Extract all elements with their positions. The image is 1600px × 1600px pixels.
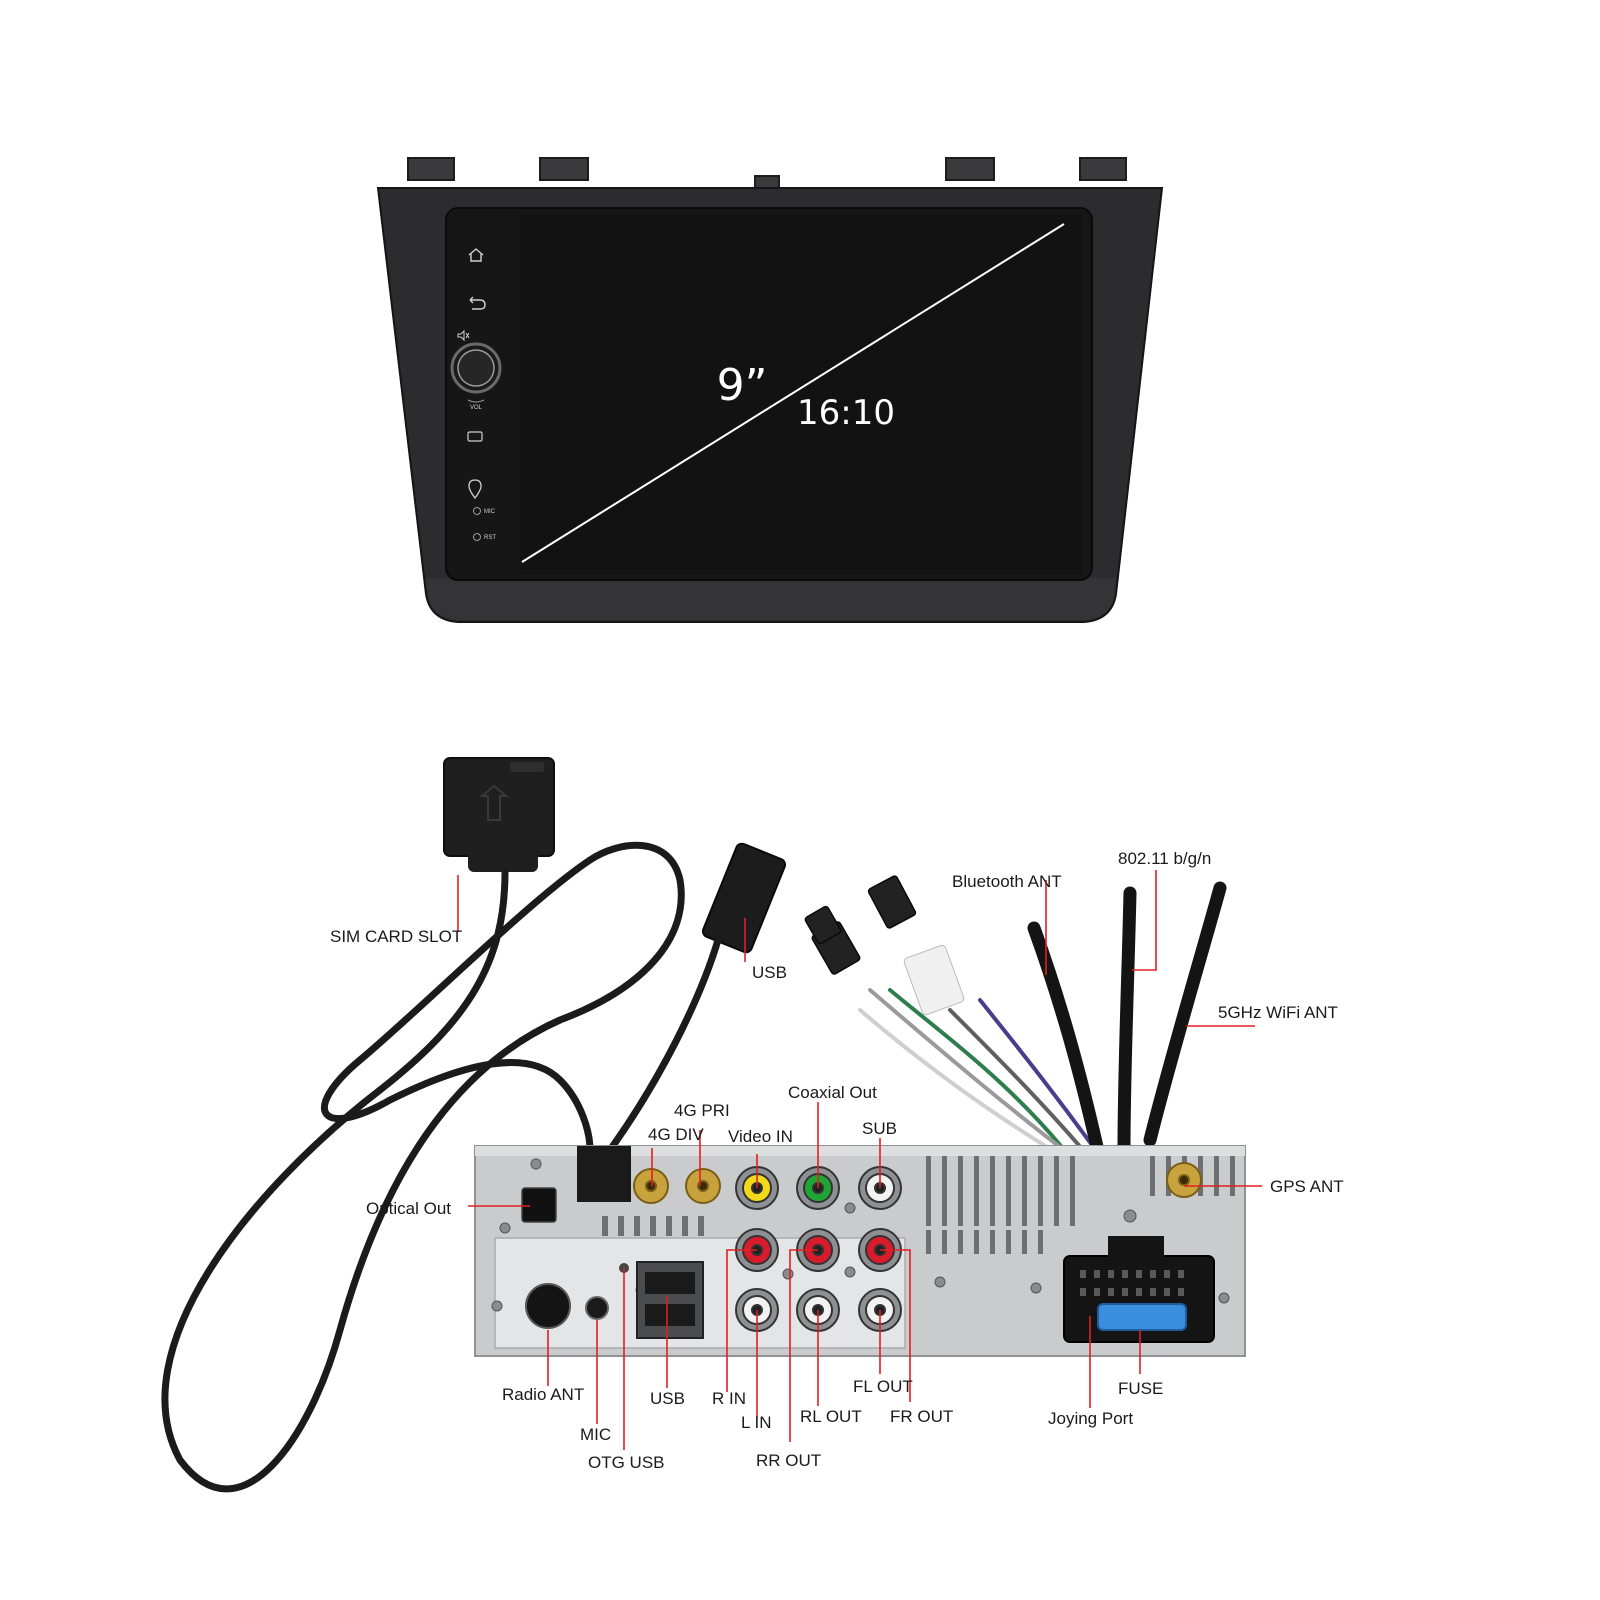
volume-knob[interactable]: VOL: [450, 342, 502, 411]
back-button[interactable]: [469, 296, 486, 310]
callout-lines: [457, 870, 1262, 1450]
label-sub: SUB: [862, 1119, 897, 1138]
label-mic: MIC: [580, 1425, 611, 1444]
label-r-in: R IN: [712, 1389, 746, 1408]
label-l-in: L IN: [741, 1413, 772, 1432]
radio-ant-port: [525, 1283, 571, 1329]
label-otg-usb: OTG USB: [588, 1453, 665, 1472]
optical-out-port: [521, 1187, 557, 1223]
mute-icon: [457, 329, 470, 342]
label-wifi-5ghz: 5GHz WiFi ANT: [1218, 1003, 1338, 1022]
sim-card-slot-box: [443, 757, 555, 872]
dual-usb-port: [636, 1261, 704, 1339]
label-wifi-standard: 802.11 b/g/n: [1118, 849, 1211, 868]
label-gps-ant: GPS ANT: [1270, 1177, 1344, 1196]
rear-chassis: [474, 1145, 1246, 1357]
reset-button[interactable]: [473, 533, 481, 541]
label-coaxial-out: Coaxial Out: [788, 1083, 877, 1102]
mounting-tabs: [407, 157, 1127, 189]
label-4g-div: 4G DIV: [648, 1125, 704, 1144]
bluetooth-antenna: [1027, 921, 1107, 1167]
label-joying-port: Joying Port: [1048, 1409, 1133, 1428]
mic-port: [585, 1296, 609, 1320]
home-button[interactable]: [468, 248, 484, 262]
location-pin-icon: [468, 479, 482, 500]
antennas: [1027, 881, 1227, 1167]
label-rr-out: RR OUT: [756, 1451, 821, 1470]
sim-cable: [161, 841, 685, 1493]
label-bluetooth-ant: Bluetooth ANT: [952, 872, 1062, 891]
fuse: [1097, 1303, 1187, 1331]
diagonal-line: [521, 223, 1065, 563]
rca-jacks: [735, 1166, 902, 1332]
sma-ports: [633, 1162, 1202, 1204]
label-radio-ant: Radio ANT: [502, 1385, 584, 1404]
wifi-antenna-2g: [1117, 886, 1137, 1157]
side-buttons: VOL MIC RST: [450, 248, 502, 541]
mute-button[interactable]: [457, 329, 470, 342]
label-4g-pri: 4G PRI: [674, 1101, 730, 1120]
label-fr-out: FR OUT: [890, 1407, 953, 1426]
can-out-tag: [903, 944, 965, 1016]
label-fuse: FUSE: [1118, 1379, 1163, 1398]
usb-cable: [606, 936, 722, 1154]
label-usb-bottom: USB: [650, 1389, 685, 1408]
cables: [161, 757, 1227, 1493]
panel-lower-lip: [426, 578, 1116, 620]
label-optical-out: Optical Out: [366, 1199, 451, 1218]
wire-connectors: [804, 875, 917, 975]
wifi-antenna-5g: [1143, 881, 1227, 1147]
home-icon: [468, 248, 484, 262]
screen-size-label: 9”: [717, 360, 768, 411]
label-rl-out: RL OUT: [800, 1407, 862, 1426]
mic-hole: [473, 507, 481, 515]
rst-label: RST: [484, 535, 496, 541]
cable-entry-block: [577, 1146, 631, 1202]
label-video-in: Video IN: [728, 1127, 793, 1146]
radio-icon: [467, 431, 483, 442]
back-icon: [469, 296, 486, 310]
radio-button[interactable]: [467, 431, 483, 442]
label-sim-card-slot: SIM CARD SLOT: [330, 927, 462, 946]
display-area: [520, 214, 1082, 574]
aspect-ratio-label: 16:10: [797, 393, 895, 433]
head-unit-front: 9” 16:10 VOL: [376, 157, 1164, 623]
callout-labels: SIM CARD SLOT USB Bluetooth ANT 802.11 b…: [330, 849, 1344, 1472]
navigation-button[interactable]: [468, 479, 482, 500]
label-usb-top: USB: [752, 963, 787, 982]
usb-connector: [701, 842, 787, 954]
vol-label: VOL: [470, 405, 483, 411]
label-fl-out: FL OUT: [853, 1377, 913, 1396]
mic-label: MIC: [484, 509, 496, 515]
